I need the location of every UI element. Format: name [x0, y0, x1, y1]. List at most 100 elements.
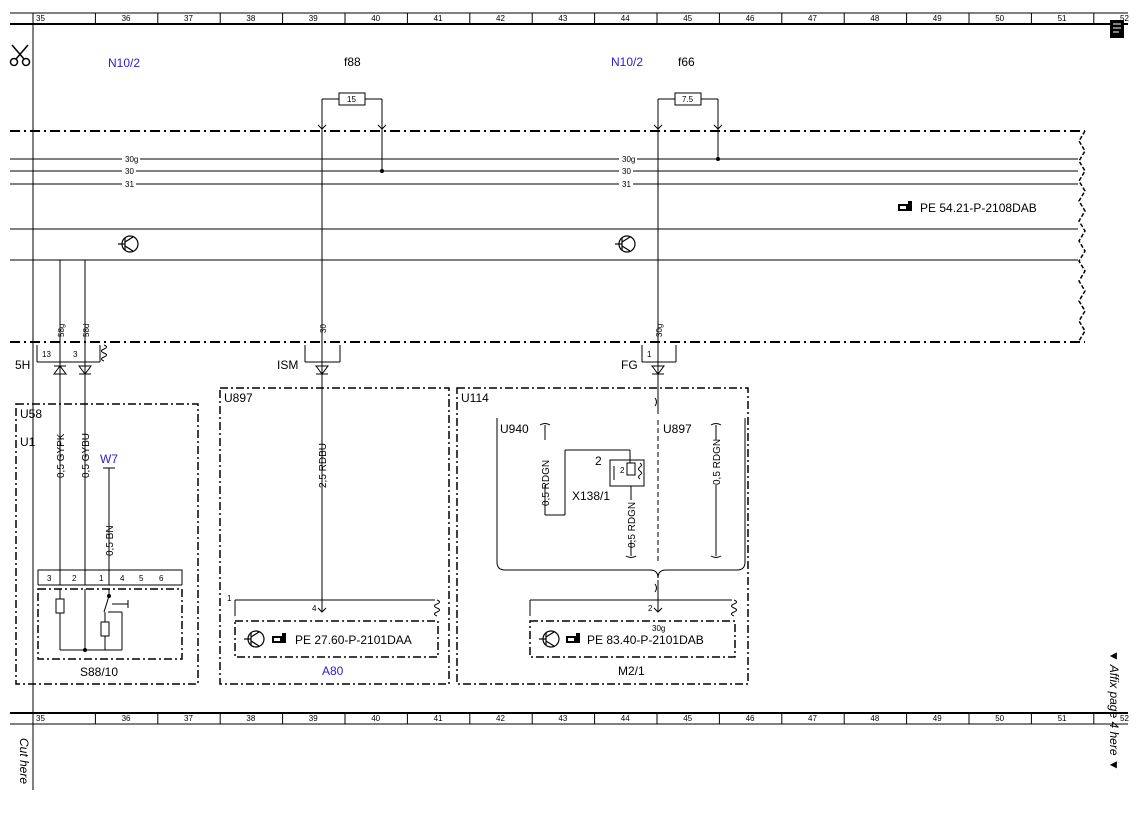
x138-wiring — [539, 423, 722, 558]
ruler-column-number: 42 — [496, 14, 505, 23]
u940-u897-region — [496, 397, 746, 611]
pe-2760-reference: PE 27.60-P-2101DAA — [295, 633, 412, 647]
scissors-icon — [9, 44, 31, 67]
ruler-column-number: 37 — [184, 14, 193, 23]
ruler-column-number: 36 — [122, 14, 131, 23]
box-u897-b-label: U897 — [663, 422, 692, 436]
a80-label: A80 — [322, 664, 344, 678]
box-u897-label: U897 — [224, 391, 253, 405]
wire-bn-label: 0,5 BN — [105, 525, 116, 556]
bus-31-b: 31 — [622, 180, 631, 189]
connector-ism-label: ISM — [277, 358, 298, 372]
connector-5h — [36, 344, 107, 375]
ruler-column-number: 45 — [683, 14, 692, 23]
ruler-column-number: 39 — [309, 14, 318, 23]
sw-pin-1: 1 — [99, 574, 104, 583]
n10-2-right-label: N10/2 — [611, 55, 643, 69]
ruler-column-number: 47 — [808, 714, 817, 723]
ruler-column-number: 40 — [371, 14, 380, 23]
bus-31-a: 31 — [125, 180, 134, 189]
m2-1-module — [529, 599, 737, 658]
reference-hand-icon — [272, 633, 286, 643]
bus-30-a: 30 — [125, 167, 134, 176]
transistor-icon — [538, 630, 560, 648]
sw-pin-4: 4 — [120, 574, 125, 583]
f88-label: f88 — [344, 55, 361, 69]
wire-gybu-label: 0,5 GYBU — [81, 433, 92, 478]
ruler-column-number: 50 — [995, 14, 1004, 23]
fuse-f88-value: 15 — [347, 95, 356, 104]
ruler-column-number: 48 — [870, 714, 879, 723]
m2-1-label: M2/1 — [618, 664, 645, 678]
ruler-bottom — [10, 712, 1128, 725]
fuse-f88 — [317, 92, 387, 130]
wire-rdgn-2-label: 0,5 RDGN — [627, 502, 638, 548]
page-corner-icon — [1110, 20, 1124, 38]
transistor-icon — [117, 235, 139, 253]
box-u940-label: U940 — [500, 422, 529, 436]
pin-1-fg: 1 — [647, 350, 652, 359]
pin-30g: 30g — [655, 324, 664, 337]
ruler-column-number: 43 — [558, 14, 567, 23]
ruler-column-number: 36 — [122, 714, 131, 723]
junction-dot — [83, 648, 87, 652]
ruler-column-number: 43 — [558, 714, 567, 723]
bus-30-b: 30 — [622, 167, 631, 176]
pe-8340-reference: PE 83.40-P-2101DAB — [587, 633, 704, 647]
ruler-column-number: 35 — [36, 14, 45, 23]
ruler-column-number: 46 — [746, 714, 755, 723]
sw-pin-2: 2 — [72, 574, 77, 583]
wire-rdgn-3-label: 0,5 RDGN — [712, 439, 723, 485]
ruler-top — [10, 12, 1128, 25]
transistor-icon — [614, 235, 636, 253]
wire-rdbu-label: 2,5 RDBU — [318, 443, 329, 488]
pin-58d: 58d — [82, 324, 91, 337]
bus-line-labels: 30g 30 31 30g 30 31 — [122, 154, 637, 189]
s88-10-label: S88/10 — [80, 665, 118, 679]
n10-2-left-label: N10/2 — [108, 56, 140, 70]
ruler-column-number: 48 — [870, 14, 879, 23]
pin-30: 30 — [319, 324, 328, 333]
sw-pin-5: 5 — [139, 574, 144, 583]
f66-label: f66 — [678, 55, 695, 69]
fuse-f66-value: 7.5 — [682, 95, 694, 104]
switch-s88-10 — [37, 569, 183, 660]
x138-1-label: X138/1 — [572, 489, 610, 503]
ruler-column-number: 47 — [808, 14, 817, 23]
bus-30g-b: 30g — [622, 155, 635, 164]
box-u58-label: U58 — [20, 407, 42, 421]
connector-fg-label: FG — [621, 358, 638, 372]
ruler-column-number: 35 — [36, 714, 45, 723]
connector-5h-label: 5H — [15, 358, 30, 372]
ruler-column-number: 41 — [434, 14, 443, 23]
ruler-column-number: 40 — [371, 714, 380, 723]
ruler-column-number: 38 — [246, 714, 255, 723]
affix-page-label: ▼ Affix page 4 here ▼ — [1107, 650, 1121, 771]
connector-ism — [304, 345, 341, 375]
bus-box — [10, 130, 1085, 343]
ruler-column-number: 49 — [933, 14, 942, 23]
m2-1-pin-2: 2 — [648, 604, 653, 613]
box-u114-label: U114 — [461, 391, 489, 405]
ruler-column-number: 51 — [1058, 714, 1067, 723]
ruler-column-number: 37 — [184, 714, 193, 723]
ruler-column-number: 49 — [933, 714, 942, 723]
bus-box-break-edge — [1078, 130, 1086, 342]
a80-pin-4: 4 — [312, 604, 317, 613]
sw-pin-3: 3 — [47, 574, 52, 583]
ruler-column-number: 41 — [434, 714, 443, 723]
box-u114-m2-1 — [456, 387, 749, 685]
box-u1-label: U1 — [20, 435, 36, 449]
w7-ground-wire — [103, 467, 115, 585]
ruler-column-number: 38 — [246, 14, 255, 23]
x138-pin-2: 2 — [595, 454, 602, 468]
wire-rdgn-1-label: 0,5 RDGN — [541, 460, 552, 506]
connector-fg — [641, 345, 677, 375]
reference-hand-icon — [898, 201, 912, 211]
transistor-icon — [243, 630, 265, 648]
box-u58 — [15, 403, 199, 685]
pin-58g: 58g — [57, 324, 66, 337]
sw-pin-6: 6 — [159, 574, 164, 583]
